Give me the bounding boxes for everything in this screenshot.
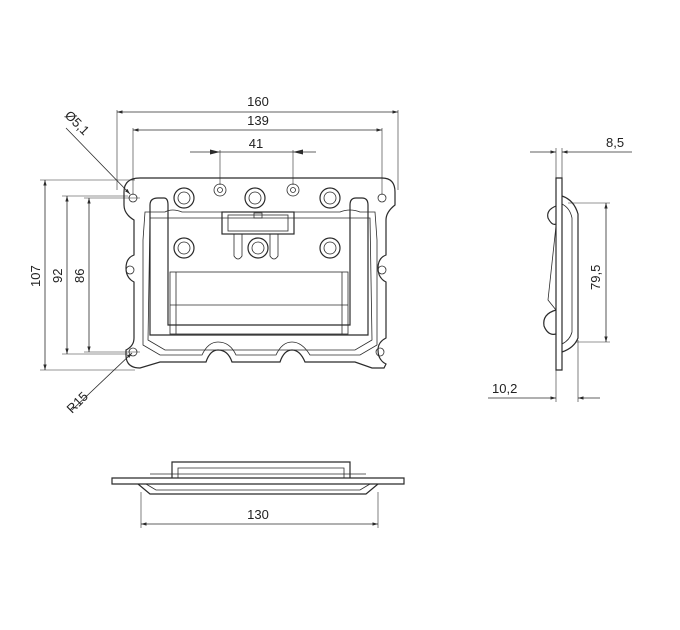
mount-hole-bottom-right [375, 347, 385, 357]
dim-bottom-width: 130 [247, 507, 269, 522]
mount-hole-top-right [377, 193, 387, 203]
latch-block [221, 211, 295, 235]
handle-frame [149, 197, 369, 336]
dim-corner-radius: R15 [64, 389, 91, 416]
side-body [561, 195, 579, 353]
dim-overall-width: 160 [247, 94, 269, 109]
bottom-body [137, 483, 379, 495]
leader-hole-diameter [65, 127, 131, 195]
bottom-flange [111, 477, 405, 485]
spring-leg-left [233, 234, 243, 260]
bottom-handle-top [171, 461, 351, 478]
side-handle-arm [547, 225, 557, 311]
bottom-handle-inner [177, 467, 345, 478]
leader-corner-radius [71, 352, 133, 411]
slot-right [286, 183, 300, 197]
front-view-dimensions: 160 139 41 Ø5,1 107 92 86 R15 [28, 94, 399, 416]
side-handle-lower [543, 309, 557, 335]
slot-left [213, 183, 227, 197]
rivet-top-left [173, 187, 195, 209]
bottom-view: 130 [111, 461, 405, 528]
rivet-bottom-right [319, 237, 341, 259]
rivet-top-right [319, 187, 341, 209]
dim-flange-thickness: 8,5 [606, 135, 624, 150]
flange-plate-outline [123, 177, 396, 369]
recess-inner-outline [147, 217, 373, 351]
side-handle [547, 205, 557, 225]
latch-tab [253, 212, 263, 219]
rivet-top-middle [244, 187, 266, 209]
dim-overall-height: 107 [28, 265, 43, 287]
side-body-inner [561, 203, 573, 345]
rivet-bottom-middle [247, 237, 269, 259]
recess-outline [142, 209, 378, 356]
dim-hole-spacing: 139 [247, 113, 269, 128]
dim-hole-height: 92 [50, 269, 65, 283]
mount-hole-mid-left [125, 265, 135, 275]
handle-grip [169, 271, 349, 335]
dim-depth: 10,2 [492, 381, 517, 396]
side-flange [555, 177, 563, 371]
front-view [123, 177, 396, 369]
bottom-body-inner [145, 483, 371, 491]
dim-recess-height: 86 [72, 269, 87, 283]
latch-block-inner [227, 214, 289, 232]
mount-hole-mid-right [377, 265, 387, 275]
rivet-bottom-left [173, 237, 195, 259]
dim-hole-diameter: Ø5,1 [62, 108, 93, 139]
dim-slot-spacing: 41 [249, 136, 263, 151]
side-view: 8,5 79,5 10,2 [488, 135, 632, 402]
dim-handle-height: 79,5 [588, 265, 603, 290]
spring-leg-right [269, 234, 279, 260]
